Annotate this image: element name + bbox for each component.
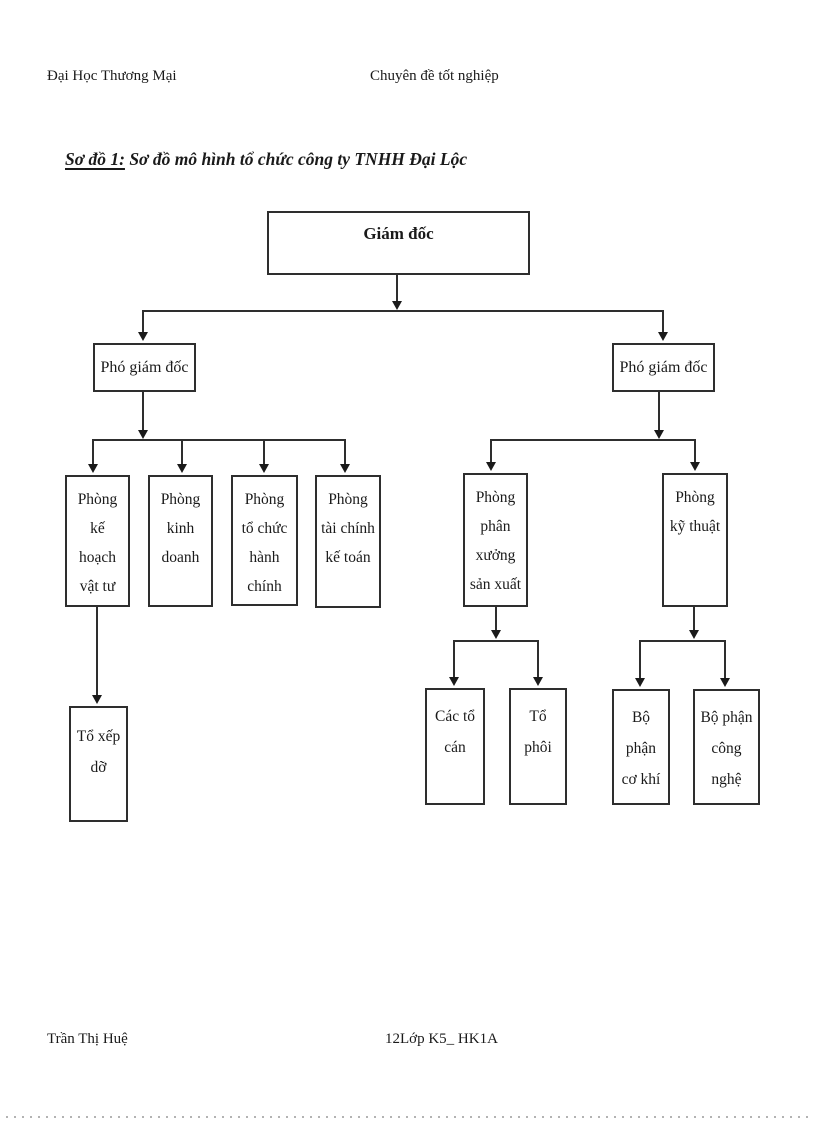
node-phong-phan-xuong-san-xuat: Phòng phân xưởng sản xuất <box>463 473 528 607</box>
footer-left: Trần Thị Huệ <box>47 1031 128 1047</box>
connector-line <box>453 640 455 678</box>
node-to-xep-do: Tổ xếp dỡ <box>69 706 128 822</box>
connector-line <box>694 439 696 464</box>
connector-line <box>142 392 144 432</box>
connector-arrowhead-icon <box>88 464 98 473</box>
connector-arrowhead-icon <box>259 464 269 473</box>
connector-line <box>724 640 726 679</box>
node-phong-phan-xuong-san-xuat-label: Phòng phân xưởng sản xuất <box>469 489 522 593</box>
node-phong-to-chuc-hanh-chinh-label: Phòng tổ chức hành chính <box>241 491 288 595</box>
connector-arrowhead-icon <box>658 332 668 341</box>
connector-arrowhead-icon <box>449 677 459 686</box>
connector-arrowhead-icon <box>138 430 148 439</box>
connector-line <box>639 640 726 642</box>
connector-arrowhead-icon <box>92 695 102 704</box>
connector-arrowhead-icon <box>138 332 148 341</box>
connector-arrowhead-icon <box>654 430 664 439</box>
node-pho-giam-doc-left: Phó giám đốc <box>93 343 196 392</box>
connector-line <box>92 439 346 441</box>
node-phong-ky-thuat: Phòng kỹ thuật <box>662 473 728 607</box>
connector-arrowhead-icon <box>635 678 645 687</box>
connector-line <box>662 310 664 335</box>
node-bo-phan-cong-nghe: Bộ phận công nghệ <box>693 689 760 805</box>
node-giam-doc-label: Giám đốc <box>363 224 434 243</box>
connector-arrowhead-icon <box>533 677 543 686</box>
footer-right: 12Lớp K5_ HK1A <box>385 1031 498 1047</box>
connector-arrowhead-icon <box>392 301 402 310</box>
connector-arrowhead-icon <box>491 630 501 639</box>
connector-line <box>490 439 492 464</box>
connector-line <box>490 439 696 441</box>
connector-line <box>263 439 265 466</box>
node-bo-phan-cong-nghe-label: Bộ phận công nghệ <box>700 709 753 788</box>
node-to-xep-do-label: Tổ xếp dỡ <box>76 728 121 776</box>
connector-line <box>142 310 144 335</box>
connector-line <box>142 310 664 312</box>
diagram-caption: Sơ đồ 1: Sơ đồ mô hình tổ chức công ty T… <box>65 149 467 170</box>
connector-arrowhead-icon <box>720 678 730 687</box>
connector-arrowhead-icon <box>486 462 496 471</box>
node-phong-ke-hoach-vat-tu-label: Phòng kế hoạch vật tư <box>77 491 118 595</box>
connector-line <box>92 439 94 466</box>
node-phong-to-chuc-hanh-chinh: Phòng tổ chức hành chính <box>231 475 298 606</box>
connector-arrowhead-icon <box>690 462 700 471</box>
node-phong-kinh-doanh-label: Phòng kinh doanh <box>160 491 201 566</box>
page-bottom-dotted-line <box>6 1116 810 1118</box>
node-giam-doc: Giám đốc <box>267 211 530 275</box>
connector-line <box>639 640 641 679</box>
connector-line <box>453 640 539 642</box>
node-to-phoi: Tổ phôi <box>509 688 567 805</box>
connector-line <box>537 640 539 678</box>
connector-arrowhead-icon <box>689 630 699 639</box>
node-pho-giam-doc-right-label: Phó giám đốc <box>619 358 708 376</box>
node-pho-giam-doc-right: Phó giám đốc <box>612 343 715 392</box>
node-cac-to-can: Các tổ cán <box>425 688 485 805</box>
node-to-phoi-label: Tổ phôi <box>524 708 552 756</box>
node-phong-ke-hoach-vat-tu: Phòng kế hoạch vật tư <box>65 475 130 607</box>
diagram-caption-label: Sơ đồ 1: <box>65 149 125 169</box>
header-left: Đại Học Thương Mại <box>47 68 177 84</box>
connector-arrowhead-icon <box>177 464 187 473</box>
connector-line <box>495 607 497 632</box>
connector-line <box>396 275 398 303</box>
node-bo-phan-co-khi-label: Bộ phận cơ khí <box>621 709 661 788</box>
node-phong-tai-chinh-ke-toan: Phòng tài chính kế toán <box>315 475 381 608</box>
diagram-caption-text: Sơ đồ mô hình tổ chức công ty TNHH Đại L… <box>124 149 468 169</box>
node-cac-to-can-label: Các tổ cán <box>434 708 476 756</box>
connector-line <box>344 439 346 466</box>
node-pho-giam-doc-left-label: Phó giám đốc <box>100 358 189 376</box>
node-phong-kinh-doanh: Phòng kinh doanh <box>148 475 213 607</box>
connector-line <box>658 392 660 432</box>
connector-line <box>693 607 695 632</box>
connector-arrowhead-icon <box>340 464 350 473</box>
connector-line <box>181 439 183 466</box>
header-right: Chuyên đề tốt nghiệp <box>370 68 499 84</box>
node-bo-phan-co-khi: Bộ phận cơ khí <box>612 689 670 805</box>
node-phong-ky-thuat-label: Phòng kỹ thuật <box>669 489 721 535</box>
node-phong-tai-chinh-ke-toan-label: Phòng tài chính kế toán <box>321 491 375 566</box>
connector-line <box>96 607 98 697</box>
